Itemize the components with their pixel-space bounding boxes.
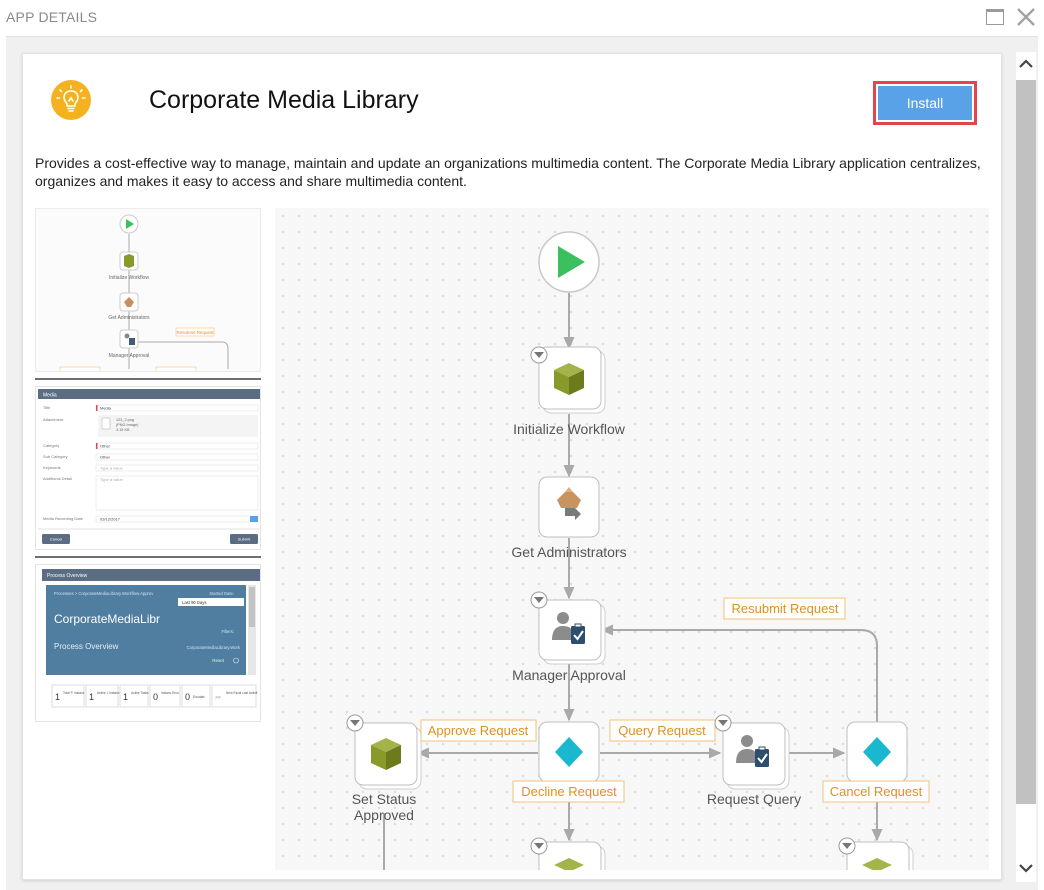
chevron-down-icon xyxy=(534,352,544,358)
node-bottom-right[interactable] xyxy=(838,837,914,870)
window-title: APP DETAILS xyxy=(6,9,98,25)
node-initialize-workflow[interactable]: Initialize Workflow xyxy=(513,346,626,437)
thumb-flow-node-2: Get Administrators xyxy=(108,315,150,321)
lightbulb-icon xyxy=(51,80,91,120)
thumb-form-label: Keywords xyxy=(43,465,61,470)
workflow-preview[interactable]: Initialize Workflow Get Administrators xyxy=(275,208,989,870)
node-label-initialize: Initialize Workflow xyxy=(513,421,626,437)
thumb-form-header: Media xyxy=(43,393,57,399)
thumb-proc-stat: 1 xyxy=(123,692,128,702)
chevron-down-icon[interactable] xyxy=(1016,858,1036,878)
thumb-proc-stat-label: Escalat xyxy=(193,695,205,699)
thumb-proc-stat-label: Active Tasks xyxy=(131,691,149,695)
thumb-proc-stat: 0 xyxy=(185,692,190,702)
thumb-proc-stat-label: Active I. Instanc xyxy=(97,691,120,695)
user-approval-icon xyxy=(552,612,585,644)
node-label-get-admins: Get Administrators xyxy=(511,544,626,560)
thumb-form-value: 123_2.png xyxy=(116,418,134,422)
thumb-proc-breadcrumb: Processes > CorporateMediaLibrary.Workfl… xyxy=(54,591,154,596)
thumb-proc-app: CorporateMediaLibr xyxy=(54,612,160,626)
thumb-form-label: Sub Category xyxy=(43,454,67,459)
thumb-form-meta: (PNG Image) xyxy=(116,423,139,427)
thumb-form-value: Other xyxy=(100,455,111,460)
thumb-proc-reset: Reset xyxy=(212,658,225,663)
node-label-set-status-2: Approved xyxy=(354,807,414,823)
thumb-form-cancel: Cancel xyxy=(50,537,63,542)
install-highlight xyxy=(873,81,977,125)
thumb-proc-stat: 0 xyxy=(153,692,158,702)
node-manager-approval[interactable]: Manager Approval xyxy=(512,591,626,683)
thumb-proc-stat: >> xyxy=(215,695,221,701)
label-query-request: Query Request xyxy=(618,723,706,738)
close-icon[interactable] xyxy=(1015,6,1037,28)
thumb-flow-node-1: Initialize Workflow xyxy=(109,275,149,281)
user-approval-icon xyxy=(736,735,769,767)
thumb-form-meta: 3.15 KB xyxy=(116,428,130,432)
node-get-administrators[interactable]: Get Administrators xyxy=(511,476,627,560)
node-decision-manager[interactable] xyxy=(538,721,600,783)
node-request-query[interactable]: Request Query xyxy=(707,714,801,807)
scrollbar-thumb[interactable] xyxy=(1016,80,1036,804)
thumb-form-value: Type a value xyxy=(100,477,123,482)
thumbnail-separator xyxy=(35,556,261,558)
thumbnail-process-overview[interactable]: Process Overview Processes > CorporateMe… xyxy=(35,564,261,722)
thumb-proc-stat: 1 xyxy=(55,692,60,702)
thumb-proc-started-label: Started Date: xyxy=(209,591,234,596)
app-description: Provides a cost-effective way to manage,… xyxy=(35,155,981,189)
label-resubmit-request: Resubmit Request xyxy=(732,601,839,616)
thumb-form-value: Type a value xyxy=(100,466,123,471)
label-approve-request: Approve Request xyxy=(428,723,529,738)
thumb-form-label: Category xyxy=(43,443,59,448)
thumb-proc-subtitle: Process Overview xyxy=(54,642,119,651)
thumb-form-value: Media xyxy=(100,406,112,411)
thumb-form-submit: Submit xyxy=(238,537,251,542)
thumbnail-workflow[interactable]: Initialize Workflow Get Administrators M… xyxy=(35,208,261,372)
thumb-flow-node-3: Manager Approval xyxy=(109,353,150,359)
node-label-set-status-1: Set Status xyxy=(352,791,417,807)
play-icon xyxy=(558,246,585,278)
thumb-proc-filters-label: Filters: xyxy=(221,629,234,634)
thumb-flow-resubmit: Resubmit Request xyxy=(176,330,214,335)
node-set-status-approved[interactable]: Set Status Approved xyxy=(346,714,422,823)
thumb-form-value: 03/12/2017 xyxy=(100,517,121,522)
app-title: Corporate Media Library xyxy=(149,86,419,114)
label-decline-request: Decline Request xyxy=(521,784,617,799)
maximize-icon[interactable] xyxy=(984,6,1006,28)
thumb-form-label: Attachment xyxy=(43,417,64,422)
thumbnail-separator xyxy=(35,378,261,380)
gear-script-icon xyxy=(557,487,581,520)
screenshot-thumbnails: Initialize Workflow Get Administrators M… xyxy=(35,208,261,722)
node-label-manager-approval: Manager Approval xyxy=(512,667,626,683)
node-label-request-query: Request Query xyxy=(707,791,801,807)
thumb-form-value: Other xyxy=(100,444,111,449)
thumbnail-media-form[interactable]: Media Title Media Attachment 123_2.png (… xyxy=(35,386,261,550)
thumb-form-label: Title xyxy=(43,405,51,410)
window-title-bar: APP DETAILS xyxy=(0,0,1044,36)
thumb-form-label: Media Recording Date xyxy=(43,516,84,521)
box-icon xyxy=(554,363,584,395)
app-details-card: Corporate Media Library Install Provides… xyxy=(22,53,1002,880)
thumb-proc-started-value: Last 90 Days xyxy=(182,600,206,605)
chevron-up-icon[interactable] xyxy=(1016,54,1036,74)
chevron-down-icon xyxy=(718,720,728,726)
decision-diamond-icon xyxy=(863,737,891,767)
box-icon xyxy=(371,738,401,770)
label-cancel-request: Cancel Request xyxy=(830,784,923,799)
install-button[interactable]: Install xyxy=(878,86,972,120)
decision-diamond-icon xyxy=(555,737,583,767)
thumb-proc-header: Process Overview xyxy=(47,573,88,579)
thumb-form-label: Additional Detail xyxy=(43,476,72,481)
node-bottom-left[interactable] xyxy=(530,837,606,870)
thumb-proc-stat-label: Next Escal Last Activit xyxy=(226,691,257,695)
thumb-proc-stat-label: Total P. Instanc xyxy=(63,691,85,695)
thumb-proc-stat: 1 xyxy=(89,692,94,702)
node-decision-query[interactable] xyxy=(846,721,908,783)
thumb-proc-filters-value: CorporateMediaLibrary.Work xyxy=(187,645,241,650)
thumb-proc-stat-label: Instanc Error xyxy=(161,691,180,695)
chevron-down-icon xyxy=(350,720,360,726)
chevron-down-icon xyxy=(534,597,544,603)
